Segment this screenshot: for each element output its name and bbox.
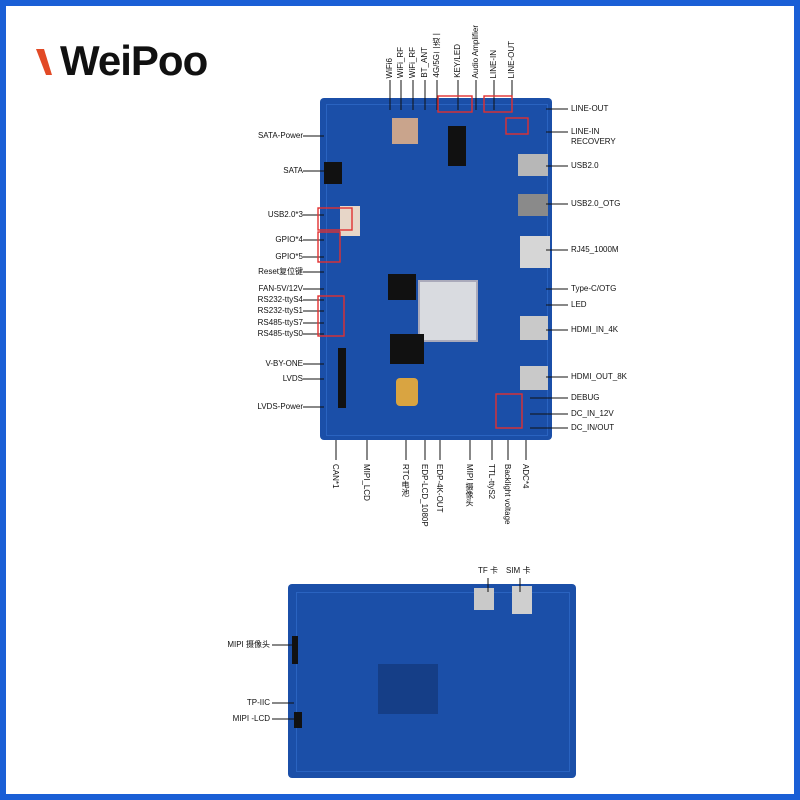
label-rtc-battery: RTC电池: [401, 464, 410, 497]
label-rs485-ttys0: RS485-ttyS0: [257, 329, 303, 338]
label-line-in: LINE-IN: [571, 127, 600, 136]
top-board-image: [320, 98, 552, 440]
ethernet-port: [520, 236, 550, 268]
label-line-in-top: LINE-IN: [489, 49, 498, 78]
label-backlight-voltage: Backlight voltage: [503, 464, 512, 525]
soc-chip: [418, 280, 478, 342]
component-block: [378, 664, 438, 714]
label-mipi-lcd: MIPI_LCD: [362, 464, 371, 501]
label-mipi-camera: MIPI 摄像头: [465, 464, 474, 507]
label-usb20-otg: USB2.0_OTG: [571, 199, 621, 208]
label-hdmi-in-4k: HDMI_IN_4K: [571, 325, 619, 334]
label-audio-amplifier: Audio Amplifier: [471, 24, 480, 78]
label-rs485-ttys7: RS485-ttyS7: [257, 318, 303, 327]
hdmi-port: [520, 366, 548, 390]
label-sata-power: SATA-Power: [257, 131, 303, 140]
label-sim-card: SIM 卡: [506, 566, 531, 575]
label-ttl-ttys2: TTL-ttyS2: [487, 464, 496, 500]
label-wifi-rf: WiFi_RF: [396, 46, 405, 78]
label-bt-ant: BT_ANT: [420, 47, 429, 78]
label-adc-4: ADC*4: [521, 464, 530, 489]
label-rs232-ttys1: RS232-ttyS1: [257, 306, 303, 315]
label-wifi-rf-2: WiFi_RF: [408, 46, 417, 78]
label-mipi-camera-back: MIPI 摄像头: [227, 640, 270, 649]
label-dc-in-12v: DC_IN_12V: [571, 409, 614, 418]
label-line-out: LINE-OUT: [571, 104, 609, 113]
label-recovery: RECOVERY: [571, 137, 616, 146]
tf-card-slot: [474, 588, 494, 610]
label-v-by-one: V-BY-ONE: [265, 359, 304, 368]
label-tp-iic: TP-IIC: [246, 698, 270, 707]
memory-chip: [390, 334, 424, 364]
label-tf-card: TF 卡: [478, 566, 498, 575]
bottom-board-image: [288, 584, 576, 778]
label-dc-in-out: DC_IN/OUT: [571, 423, 615, 432]
highlight-brackets: [317, 95, 529, 429]
label-type-c-otg: Type-C/OTG: [571, 284, 617, 293]
label-lvds: LVDS: [282, 374, 303, 383]
usb-port: [518, 194, 548, 216]
module-chip: [392, 118, 418, 144]
brand-logo: WeiPoo: [34, 36, 208, 86]
label-rj45: RJ45_1000M: [571, 245, 619, 254]
logo-mark-icon: [36, 49, 52, 75]
label-key-led: KEY/LED: [453, 44, 462, 78]
sim-card-slot: [512, 586, 532, 614]
label-wifi6: WiFi6: [385, 57, 394, 78]
connector-strip: [294, 712, 302, 728]
label-usb20: USB2.0: [571, 161, 599, 170]
label-usb20-3: USB2.0*3: [267, 210, 303, 219]
label-edp-lcd-1080p: EDP-LCD_1080P: [420, 464, 429, 527]
connector-strip: [292, 636, 298, 664]
rtc-battery: [396, 378, 418, 406]
label-fan: FAN-5V/12V: [258, 284, 303, 293]
label-4g5g: 4G/5G二选一: [432, 30, 441, 78]
connector-strip: [338, 348, 346, 408]
label-edp-4k-out: EDP-4K-OUT: [435, 464, 444, 513]
label-led: LED: [571, 300, 587, 309]
label-lvds-power: LVDS-Power: [257, 402, 303, 411]
label-gpio-5: GPIO*5: [275, 252, 303, 261]
usb-port: [518, 154, 548, 176]
label-reset: Reset复位键: [258, 267, 303, 276]
memory-chip: [388, 274, 416, 300]
connector-strip: [324, 162, 342, 184]
label-sata: SATA: [283, 166, 303, 175]
label-can: CAN*1: [331, 464, 340, 489]
hdmi-port: [520, 316, 548, 340]
label-debug: DEBUG: [571, 393, 600, 402]
module-slot: [448, 126, 466, 166]
brand-name: WeiPoo: [60, 37, 208, 84]
label-line-out-top: LINE-OUT: [507, 40, 516, 78]
label-gpio-4: GPIO*4: [275, 235, 303, 244]
label-hdmi-out-8k: HDMI_OUT_8K: [571, 372, 628, 381]
label-rs232-ttys4: RS232-ttyS4: [257, 295, 303, 304]
connector-strip: [340, 206, 360, 236]
label-mipi-lcd-back: MIPI -LCD: [232, 714, 270, 723]
